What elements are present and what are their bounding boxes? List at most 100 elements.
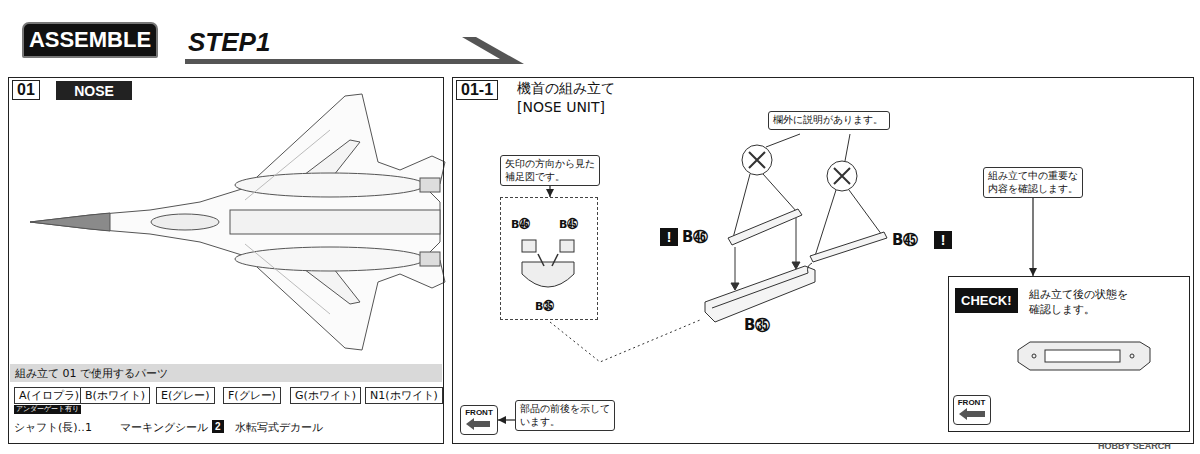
node-text: B㉟ xyxy=(535,300,554,313)
plane-illustration xyxy=(30,94,445,350)
node-text: 組み立て後の状態を 確認します。 xyxy=(1029,287,1139,318)
node-text: N1(ホワイト) xyxy=(370,389,438,402)
callout-note: 組み立て中の重要な 内容を確認します。 xyxy=(983,167,1083,198)
parts-note: マーキングシール xyxy=(120,420,208,435)
runner-part-box: N1(ホワイト) xyxy=(365,387,443,404)
part-number: B㊻ xyxy=(682,228,708,246)
caution-mark: ! xyxy=(934,231,952,249)
connector-arrow xyxy=(498,419,515,420)
nipper-icons xyxy=(763,174,797,212)
nipper-icons xyxy=(749,152,765,168)
check-drawing xyxy=(1032,354,1036,358)
plane-illustration xyxy=(230,210,440,234)
node-text: F(グレー) xyxy=(228,389,276,402)
part-drawings xyxy=(731,283,739,290)
nipper-icons xyxy=(733,174,750,238)
parts-header: 組み立て 01 で使用するパーツ xyxy=(10,364,442,382)
detail-drawing xyxy=(522,262,574,287)
node-text: B㊻ xyxy=(511,218,530,231)
connector-arrow xyxy=(1032,198,1033,276)
section-label: NOSE xyxy=(56,81,132,100)
nipper-icons xyxy=(766,134,800,147)
node-text: 組み立て 01 で使用するパーツ xyxy=(15,366,168,381)
node-text: 01-1 xyxy=(456,80,498,100)
part-drawings xyxy=(796,218,797,268)
step-panel: 矢印の方向から見た 補足図です。B㊻B㊺B㉟欄外に説明があります。組み立て中の重… xyxy=(452,77,1194,444)
nipper-icons xyxy=(845,134,850,161)
part-drawings xyxy=(810,232,887,262)
callout-note: 矢印の方向から見た 補足図です。 xyxy=(500,155,600,186)
callout-note: 欄外に説明があります。 xyxy=(768,111,890,130)
nipper-icons xyxy=(849,190,882,235)
runner-part-box: A(イロプラ) xyxy=(14,387,84,404)
node-text: 01 xyxy=(12,80,40,100)
check-drawing xyxy=(1045,350,1120,362)
node-text: E(グレー) xyxy=(161,389,210,402)
connector-arrow xyxy=(549,186,550,197)
nipper-icons xyxy=(733,134,882,256)
runner-part-box: B(ホワイト) xyxy=(80,387,150,404)
plane-illustration xyxy=(151,214,219,230)
part-drawings xyxy=(808,263,813,273)
node-text: 部品の前後を示して います。 xyxy=(520,403,610,428)
part-number: B㉟ xyxy=(744,316,770,334)
nipper-icons xyxy=(742,145,772,175)
sheet-number: 2 xyxy=(212,420,224,433)
part-drawings xyxy=(705,209,887,322)
detail-view: B㊻B㊺B㉟ xyxy=(500,197,598,320)
node-text: ASSEMBLE xyxy=(29,27,151,53)
node-text: 矢印の方向から見た 補足図です。 xyxy=(505,158,595,183)
parts-note: 水転写式デカール xyxy=(235,420,323,435)
part-drawings xyxy=(705,266,815,322)
node-text: FRONT xyxy=(954,398,990,407)
plane-illustration xyxy=(30,94,445,350)
nipper-icons xyxy=(834,168,850,184)
node-text: NOSE xyxy=(74,83,114,99)
plane-illustration xyxy=(245,244,330,314)
check-box: FRONT CHECK! 組み立て後の状態を 確認します。 xyxy=(948,276,1190,432)
nipper-icons xyxy=(815,190,836,256)
detail-drawing xyxy=(550,320,700,362)
step-title: STEP1 xyxy=(188,27,270,58)
gate-note: アンダーゲート有り xyxy=(14,405,81,414)
step-panel: NOSE 組み立て 01 で使用するパーツ A(イロプラ) B(ホワイト) E(グレー)… xyxy=(8,77,444,444)
parts-note: シャフト(長)‥1 xyxy=(14,420,92,435)
nipper-icons xyxy=(827,161,857,191)
plane-illustration xyxy=(245,130,330,200)
node-text: FRONT xyxy=(461,408,497,417)
front-indicator: FRONT xyxy=(953,395,991,425)
part-number: B㊺ xyxy=(892,231,918,249)
front-indicator: FRONT xyxy=(460,405,498,435)
front-arrows xyxy=(466,418,490,430)
node-text: A(イロプラ) xyxy=(19,389,79,402)
connectors xyxy=(498,186,1033,420)
detail-drawing xyxy=(560,240,574,252)
node-text: G(ホワイト) xyxy=(295,389,356,402)
node-text: 機首の組み立て [NOSE UNIT] xyxy=(517,79,641,117)
watermark: HOBBY SEARCH xyxy=(1098,441,1171,451)
caution-mark: ! xyxy=(660,228,678,246)
check-drawing xyxy=(1130,354,1134,358)
front-arrows xyxy=(959,408,985,420)
runner-part-box: F(グレー) xyxy=(223,387,281,404)
node-text: 欄外に説明があります。 xyxy=(773,114,885,127)
detail-drawing xyxy=(522,240,700,362)
part-drawings xyxy=(728,209,802,245)
node-text: CHECK! xyxy=(955,288,1018,313)
plane-illustration xyxy=(420,252,440,266)
runner-part-box: E(グレー) xyxy=(156,387,215,404)
detail-drawing xyxy=(522,240,536,252)
part-drawings xyxy=(712,273,808,308)
node-text: 組み立て中の重要な 内容を確認します。 xyxy=(988,170,1078,195)
check-drawing xyxy=(1018,342,1150,370)
plane-illustration xyxy=(420,178,440,192)
detail-drawing xyxy=(538,254,544,266)
runner-part-box: G(ホワイト) xyxy=(290,387,361,404)
callout-note: 部品の前後を示して います。 xyxy=(515,400,615,431)
node-text: B(ホワイト) xyxy=(85,389,145,402)
step-tab: ASSEMBLE xyxy=(22,22,158,58)
detail-drawing xyxy=(552,254,558,266)
part-drawings xyxy=(792,262,800,269)
